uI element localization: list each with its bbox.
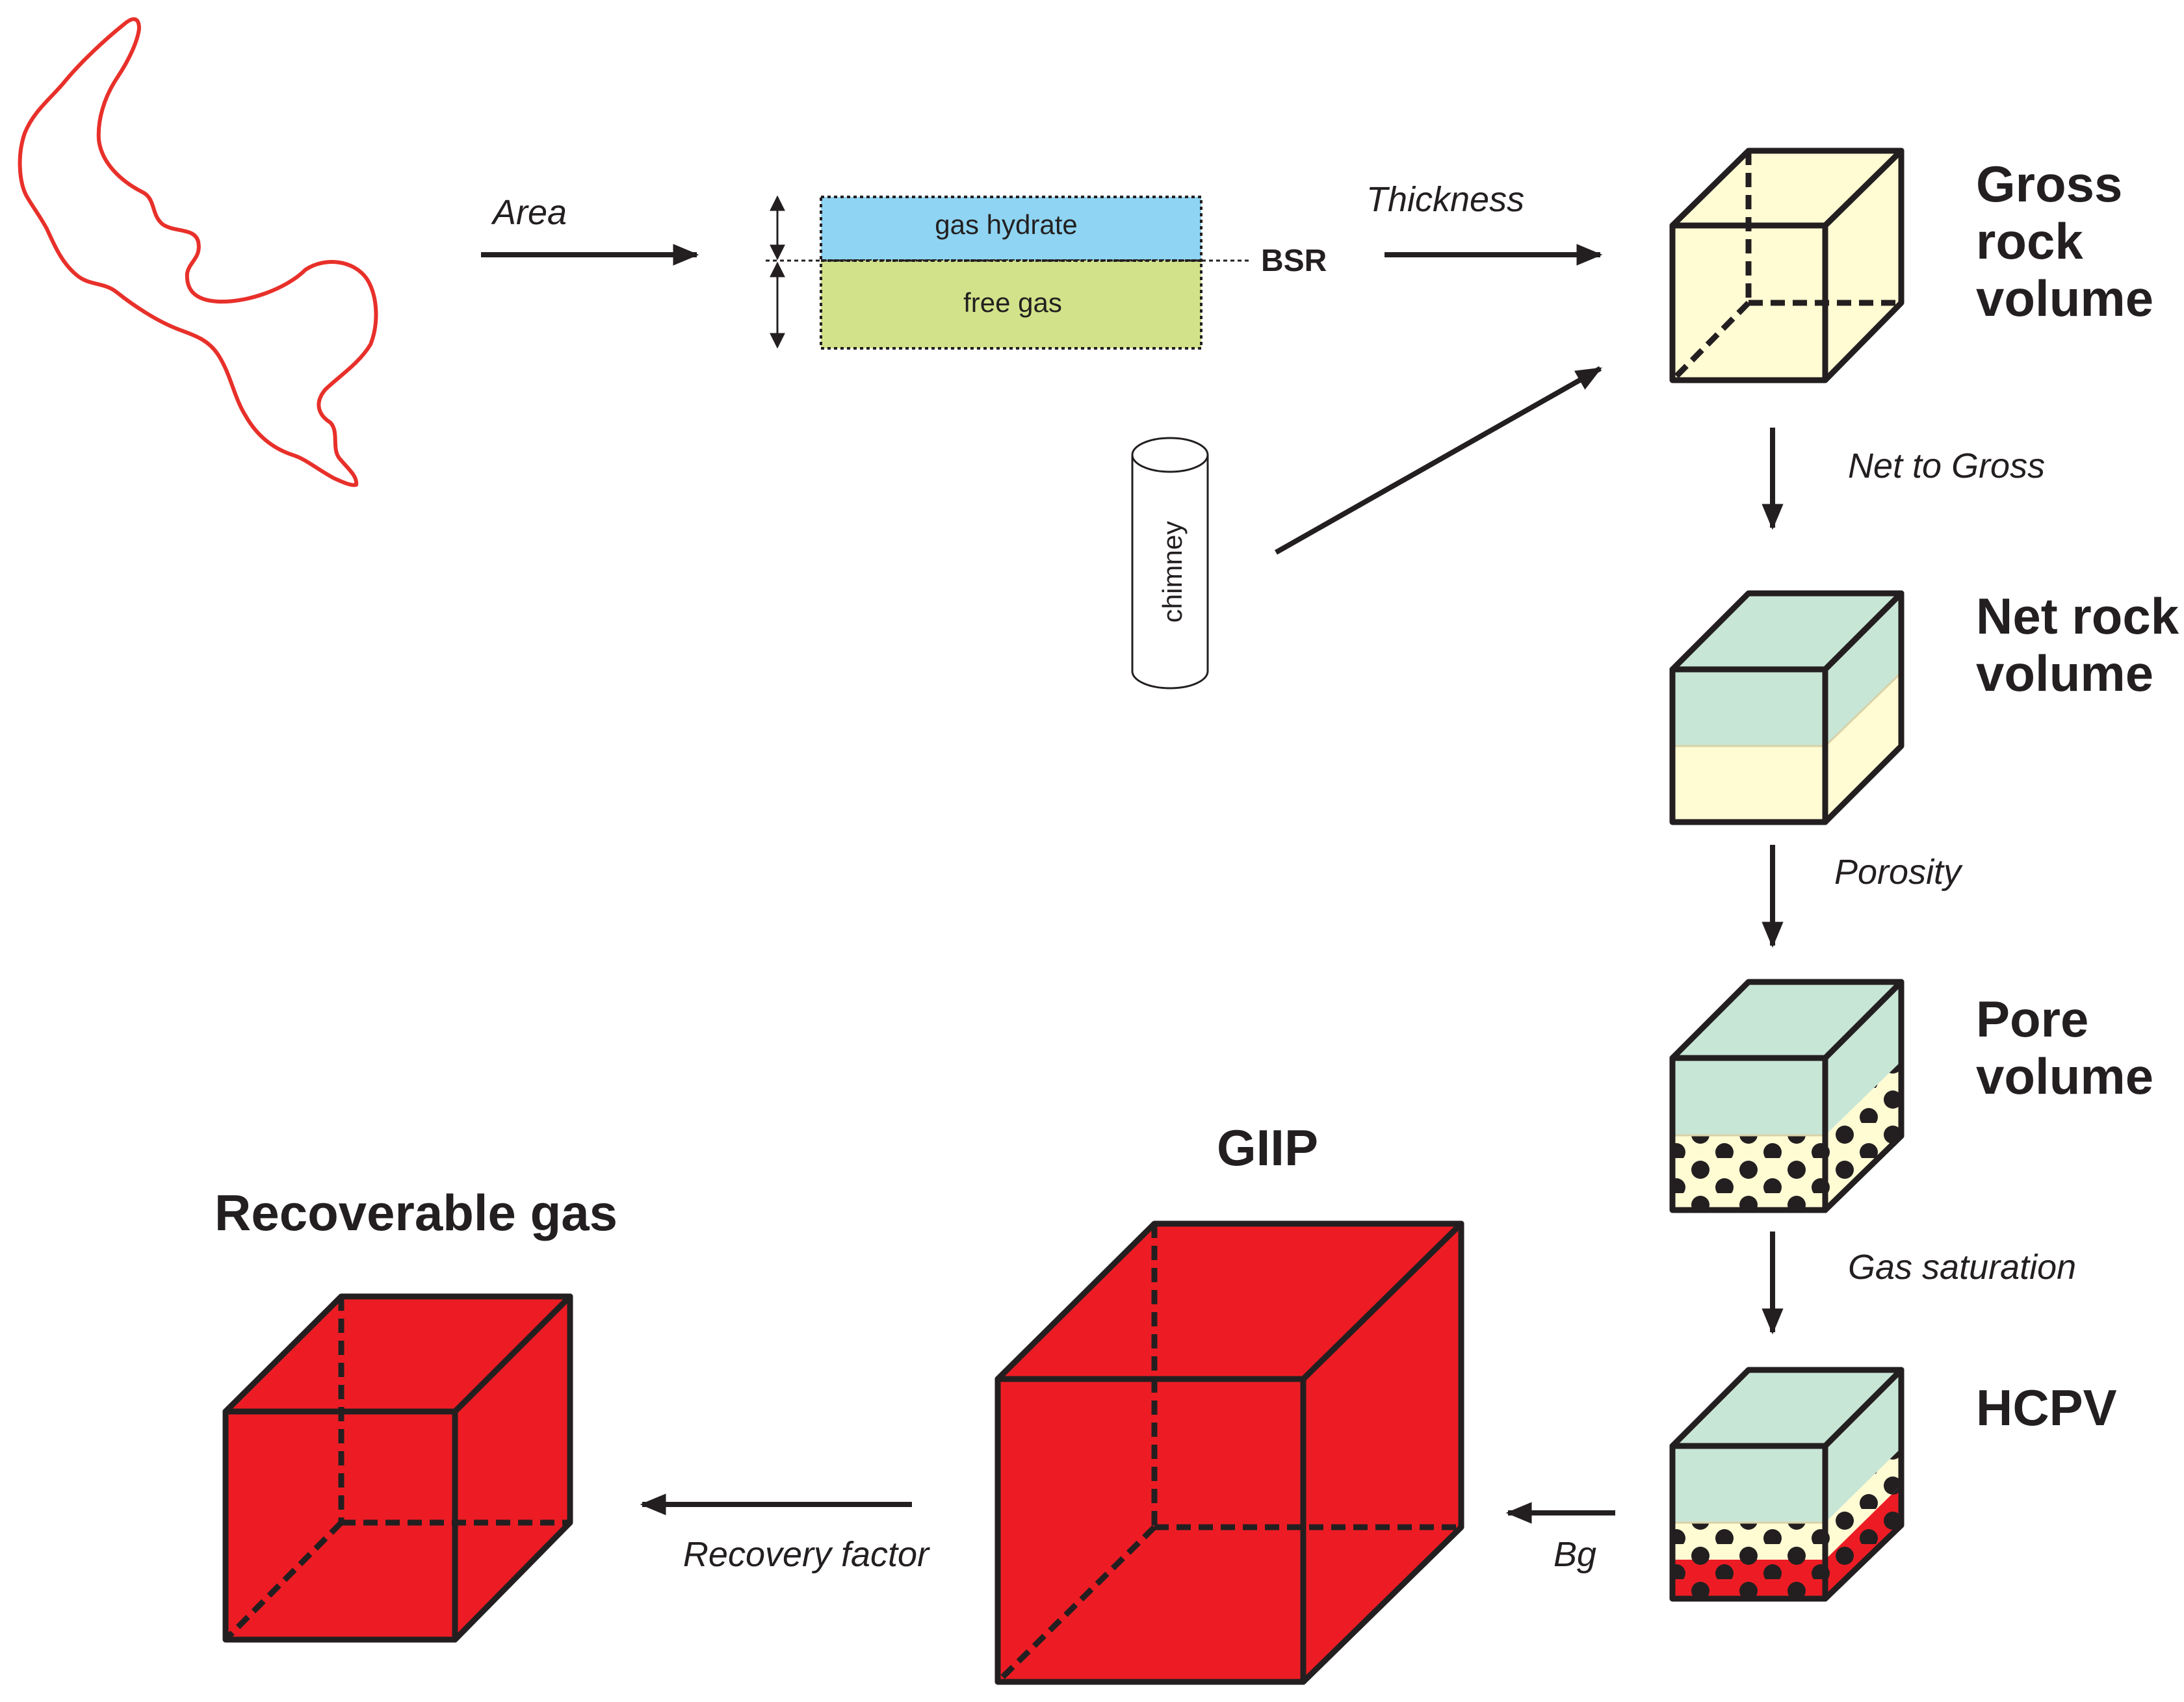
recovery-factor-label: Recovery factor [683, 1535, 930, 1574]
hcpv-cube [1669, 1367, 1904, 1602]
gas-hydrate-label: gas hydrate [935, 209, 1077, 240]
chimney-cylinder: chimney [1131, 437, 1209, 690]
giip-cube [994, 1220, 1464, 1685]
recoverable-gas-cube [222, 1293, 573, 1643]
pore-volume-cube [1669, 979, 1904, 1213]
area-outline [18, 17, 378, 487]
thickness-label: Thickness [1366, 180, 1524, 219]
gross-rock-volume-line-2: rock [1976, 213, 2083, 270]
net-rock-volume-line-2: volume [1976, 645, 2153, 702]
net-rock-volume-label: Net rock volume [1976, 587, 2184, 702]
bg-label: Bg [1554, 1535, 1596, 1574]
gas-saturation-label: Gas saturation [1848, 1248, 2076, 1287]
free-gas-layer [820, 259, 1202, 350]
gross-rock-volume-line-1: Gross [1976, 155, 2122, 213]
gross-rock-volume-cube [1669, 148, 1904, 383]
net-to-gross-label: Net to Gross [1848, 446, 2045, 485]
area-label: Area [491, 193, 567, 232]
free-gas-label: free gas [963, 287, 1062, 318]
bsr-label: BSR [1261, 244, 1327, 278]
giip-label: GIIP [1217, 1119, 1318, 1176]
chimney-label: chimney [1157, 521, 1188, 623]
gross-rock-volume-line-3: volume [1976, 270, 2153, 327]
gas-hydrate-layer [820, 196, 1202, 262]
porosity-label: Porosity [1834, 853, 1963, 892]
layer-column: gas hydrate free gas BSR [766, 195, 1327, 350]
pore-volume-label: Pore volume [1976, 990, 2153, 1105]
pore-volume-line-1: Pore [1976, 990, 2088, 1048]
chimney-arrow [1275, 366, 1602, 555]
hcpv-label: HCPV [1976, 1379, 2117, 1436]
gross-rock-volume-label: Gross rock volume [1976, 155, 2153, 327]
pore-volume-line-2: volume [1976, 1048, 2153, 1105]
net-rock-volume-line-1: Net rock [1976, 587, 2179, 645]
recoverable-gas-label: Recoverable gas [214, 1184, 618, 1241]
net-rock-volume-cube [1669, 590, 1904, 825]
